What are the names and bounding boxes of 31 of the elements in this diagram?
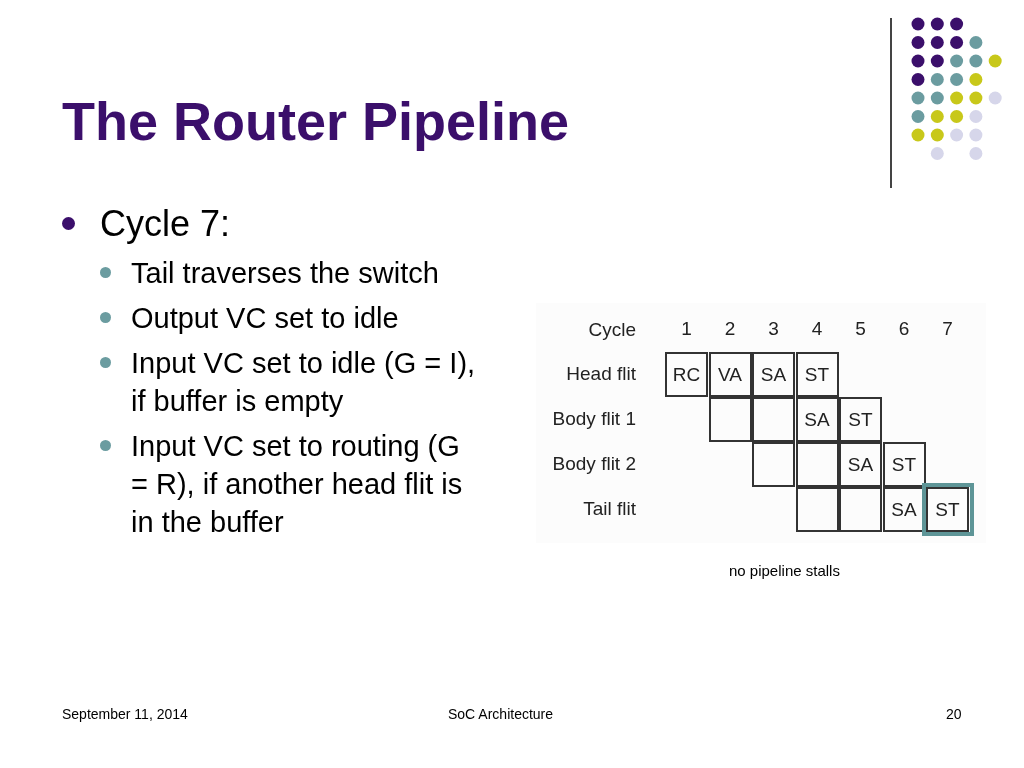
table-cell: SA [839, 442, 882, 487]
table-cell: ST [839, 397, 882, 442]
footer-title: SoC Architecture [448, 706, 554, 722]
column-header: 1 [680, 318, 693, 340]
table-cell: ST [926, 487, 969, 532]
bullet-text: Input VC set to idle (G = I), if buffer is empty [131, 346, 477, 419]
table-cell: SA [795, 397, 839, 442]
bullet-text: Cycle 7: [100, 202, 231, 246]
column-header: 2 [723, 318, 737, 340]
column-header: 5 [854, 318, 867, 340]
table-cell: ST [795, 352, 839, 397]
column-header: 6 [897, 318, 911, 340]
table-cell: VA [708, 352, 752, 397]
row-header: Head flit [566, 363, 636, 385]
row-header: Body flit 1 [552, 408, 636, 430]
bullet-text: Output VC set to idle [131, 301, 399, 336]
row-header: Cycle [588, 319, 636, 341]
row-header: Body flit 2 [552, 453, 636, 475]
bullet-text: Tail traverses the switch [131, 256, 439, 291]
table-cell: SA [752, 352, 795, 397]
table-cell: ST [882, 442, 926, 487]
footer-date: September 11, 2014 [62, 706, 188, 722]
slide-title: The Router Pipeline [62, 90, 570, 152]
column-header: 7 [941, 318, 954, 340]
bullet-text: Input VC set to routing (G = R), if another head flit is in the buffer [131, 429, 464, 540]
table-cell: RC [665, 352, 708, 397]
figure-caption: no pipeline stalls [729, 562, 840, 579]
page-number: 20 [946, 706, 962, 722]
column-header: 4 [810, 318, 824, 340]
column-header: 3 [767, 318, 780, 340]
row-header: Tail flit [583, 498, 636, 520]
